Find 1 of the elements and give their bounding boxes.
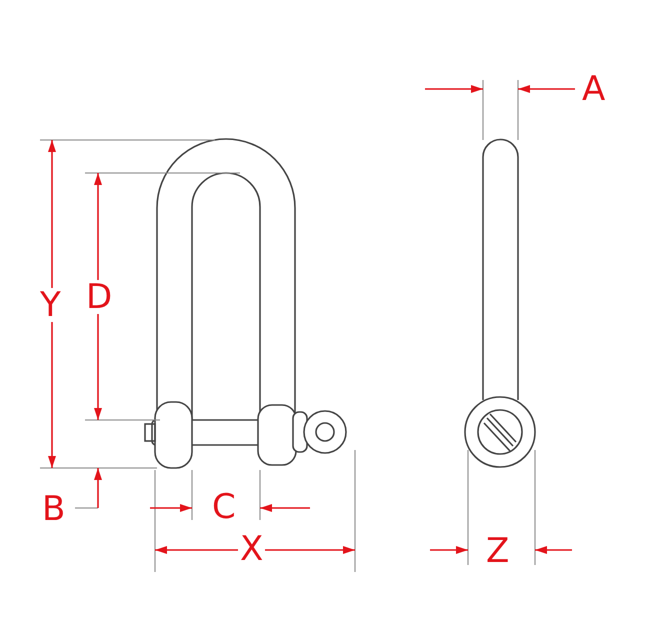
dimension-label: Y xyxy=(38,288,63,322)
